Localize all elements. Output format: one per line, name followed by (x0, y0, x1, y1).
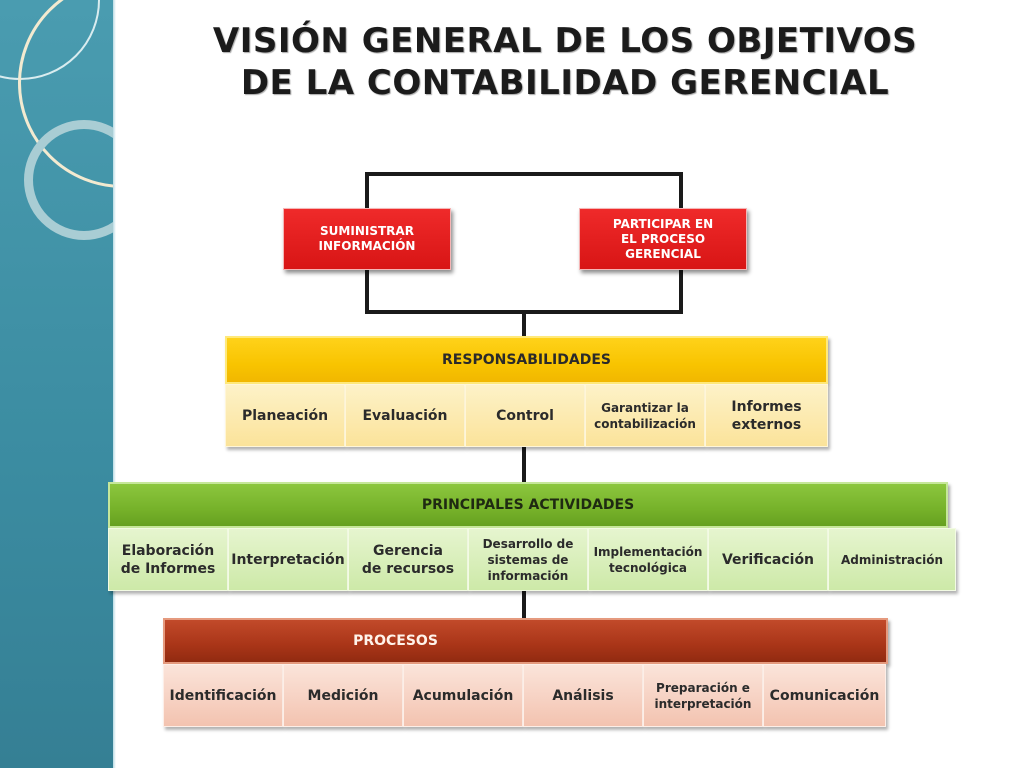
responsabilidad-planeacion: Planeación (225, 384, 345, 447)
proceso-identificacion: Identificación (163, 664, 283, 727)
connector-top-bar (365, 172, 683, 176)
responsabilidad-informes-externos: Informes externos (705, 384, 828, 447)
responsabilidades-label: RESPONSABILIDADES (442, 352, 611, 368)
cell-line: contabilización (594, 416, 696, 431)
title-line-1: VISIÓN GENERAL DE LOS OBJETIVOS (212, 21, 918, 61)
objective-suministrar-informacion: SUMINISTRAR INFORMACIÓN (283, 208, 451, 270)
procesos-row: Identificación Medición Acumulación Anál… (163, 664, 886, 727)
cell-line: Implementación (593, 544, 703, 559)
cell-line: información (487, 568, 569, 583)
cell-line: Acumulación (412, 687, 514, 704)
connector-left-upper (365, 172, 369, 212)
cell-line: Interpretación (231, 551, 345, 568)
cell-line: Comunicación (769, 687, 880, 704)
actividades-label: PRINCIPALES ACTIVIDADES (421, 497, 635, 513)
cell-line: Identificación (169, 687, 277, 704)
title-line-2: DE LA CONTABILIDAD GERENCIAL (240, 63, 890, 103)
proceso-acumulacion: Acumulación (403, 664, 523, 727)
objective-line: EL PROCESO (620, 231, 706, 246)
procesos-header: PROCESOS (163, 618, 888, 664)
cell-line: sistemas de (487, 552, 569, 567)
sidebar-edge (113, 0, 116, 768)
cell-line: de recursos (361, 560, 455, 577)
page-title: VISIÓN GENERAL DE LOS OBJETIVOS DE LA CO… (150, 20, 980, 104)
actividad-gerencia-recursos: Gerencia de recursos (348, 528, 468, 591)
proceso-comunicacion: Comunicación (763, 664, 886, 727)
cell-line: Administración (840, 552, 944, 567)
actividad-desarrollo-sistemas: Desarrollo de sistemas de información (468, 528, 588, 591)
responsabilidades-row: Planeación Evaluación Control Garantizar… (225, 384, 828, 447)
cell-line: Planeación (241, 407, 329, 424)
cell-line: Análisis (552, 687, 614, 704)
cell-line: Evaluación (362, 407, 448, 424)
cell-line: tecnológica (608, 560, 688, 575)
cell-line: Control (496, 407, 554, 424)
objective-line: INFORMACIÓN (318, 239, 416, 253)
cell-line: Medición (307, 687, 379, 704)
objective-line: SUMINISTRAR (320, 224, 414, 238)
actividad-interpretacion: Interpretación (228, 528, 348, 591)
procesos-label: PROCESOS (353, 633, 438, 649)
cell-line: Elaboración (121, 542, 215, 559)
connector-right-upper (679, 172, 683, 212)
objective-line: GERENCIAL (625, 246, 701, 261)
cell-line: Preparación e (656, 680, 750, 695)
proceso-medicion: Medición (283, 664, 403, 727)
actividad-administracion: Administración (828, 528, 956, 591)
proceso-analisis: Análisis (523, 664, 643, 727)
actividad-verificacion: Verificación (708, 528, 828, 591)
objective-line: PARTICIPAR EN (612, 216, 714, 231)
proceso-preparacion-interpretacion: Preparación e interpretación (643, 664, 763, 727)
decorative-ring (24, 120, 113, 240)
cell-line: Desarrollo de (482, 536, 574, 551)
responsabilidad-control: Control (465, 384, 585, 447)
responsabilidades-header: RESPONSABILIDADES (225, 336, 828, 384)
actividad-implementacion-tecnologica: Implementación tecnológica (588, 528, 708, 591)
cell-line: externos (731, 416, 802, 433)
decorative-sidebar (0, 0, 113, 768)
cell-line: de Informes (120, 560, 216, 577)
cell-line: interpretación (654, 696, 752, 711)
connector-trunk-2 (522, 446, 526, 482)
actividades-row: Elaboración de Informes Interpretación G… (108, 528, 956, 591)
actividades-header: PRINCIPALES ACTIVIDADES (108, 482, 948, 528)
connector-trunk-1 (522, 310, 526, 338)
responsabilidad-garantizar-contabilizacion: Garantizar la contabilización (585, 384, 705, 447)
responsabilidad-evaluacion: Evaluación (345, 384, 465, 447)
cell-line: Gerencia (373, 542, 443, 559)
cell-line: Garantizar la (601, 400, 689, 415)
connector-left-lower (365, 268, 369, 314)
cell-line: Verificación (721, 551, 815, 568)
objective-participar-proceso-gerencial: PARTICIPAR EN EL PROCESO GERENCIAL (579, 208, 747, 270)
connector-right-lower (679, 268, 683, 314)
actividad-elaboracion-informes: Elaboración de Informes (108, 528, 228, 591)
cell-line: Informes (731, 398, 802, 415)
connector-trunk-3 (522, 590, 526, 620)
